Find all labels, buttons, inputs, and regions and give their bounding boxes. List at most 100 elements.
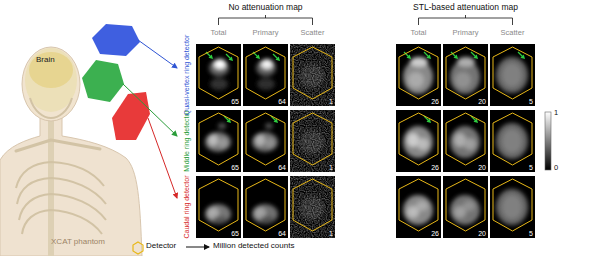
reconstruction-image [490,176,535,238]
colorbar-tick: 0 [554,164,558,172]
reconstruction-image [243,110,288,172]
activity-blob [205,132,231,152]
activity-blobs [496,57,528,93]
count-number: 64 [278,164,286,171]
activity-blobs [496,189,528,225]
count-number: 65 [231,98,239,105]
legend-arrow [186,247,209,248]
count-number: 1 [329,98,333,105]
reconstruction-image [196,176,241,238]
activity-blobs [496,123,528,159]
brain [29,52,73,88]
scatter-noise [290,110,335,172]
activity-blobs [450,195,480,225]
activity-blob [257,78,275,90]
reconstruction-image [443,110,488,172]
column-group-title: STL-based attenuation map [413,3,518,12]
activity-blob [260,216,274,224]
image-panel: 65 [196,176,241,238]
reconstruction-image [290,176,335,238]
count-number: 1 [329,164,333,171]
activity-blob [502,129,522,153]
skull [25,48,77,112]
activity-blob [502,63,522,87]
count-number: 26 [431,98,439,105]
image-panel: 5 [490,110,535,172]
bracket [219,15,313,25]
detector-hexagon [293,47,332,99]
image-panel: 20 [443,110,488,172]
detector-plates [82,24,177,198]
detector-hexagon [446,47,485,99]
green-arrowhead [407,55,412,60]
image-panel: 5 [490,176,535,238]
activity-blob [265,123,273,129]
xcat-phantom [0,47,142,256]
activity-blob [218,138,228,148]
column-header: Primary [453,29,479,37]
activity-blob [261,59,273,69]
colorbar-tick: 1 [554,109,558,117]
middle-plate [82,60,124,102]
activity-blobs [450,57,480,94]
image-panel: 26 [396,44,441,106]
activity-blob [265,138,275,148]
reconstruction-image [396,44,441,106]
image-panel: 65 [196,110,241,172]
head [22,47,80,121]
detector-hexagon [293,113,332,165]
colorbar [545,112,551,170]
column-header: Total [211,29,227,37]
detector-hexagon [493,47,532,99]
image-panel: 1 [290,176,335,238]
activity-blob [210,78,228,90]
activity-blob [408,72,424,88]
legend-text: Detector [146,242,176,250]
image-panel: 64 [243,176,288,238]
detector-hexagon [199,179,238,231]
activity-blobs [252,204,278,224]
phantom-label: XCAT phantom [51,238,105,246]
organ-label: Brain [36,56,55,64]
quasi-vertex-plate [92,24,140,56]
detector-hexagon [446,179,485,231]
activity-blob [463,201,475,211]
detector-hexagon [246,47,285,99]
detector-hexagon [399,179,438,231]
count-number: 20 [478,230,486,237]
reconstruction-image [443,44,488,106]
image-panel: 64 [243,44,288,106]
green-arrowhead [454,55,459,60]
green-arrowhead [427,55,432,60]
activity-blob [213,216,227,224]
image-panel: 20 [443,176,488,238]
activity-blob [208,134,218,146]
reconstruction-image [490,110,535,172]
clavicle [16,140,100,151]
image-panel: 65 [196,44,241,106]
activity-blobs [252,123,278,152]
activity-blobs [205,123,231,152]
count-number: 65 [231,164,239,171]
reconstruction-image [290,44,335,106]
activity-blob [256,60,276,76]
count-number: 5 [529,230,533,237]
image-panel: 26 [396,110,441,172]
image-panel: 5 [490,44,535,106]
scatter-noise [290,44,335,106]
detector-hexagon [493,179,532,231]
column-header: Primary [253,29,279,37]
pointer-line [148,118,177,198]
count-number: 20 [478,98,486,105]
pointer-line [138,40,177,68]
row-label: Middle ring detector [183,110,190,171]
column-group-title: No attenuation map [228,3,302,12]
reconstruction-image [243,44,288,106]
row-label: Quasi-vertex ring detector [183,35,190,116]
activity-blob [403,195,433,225]
reconstruction-image [243,176,288,238]
reconstruction-image [290,110,335,172]
image-panel: 64 [243,110,288,172]
column-header: Scatter [301,29,325,37]
